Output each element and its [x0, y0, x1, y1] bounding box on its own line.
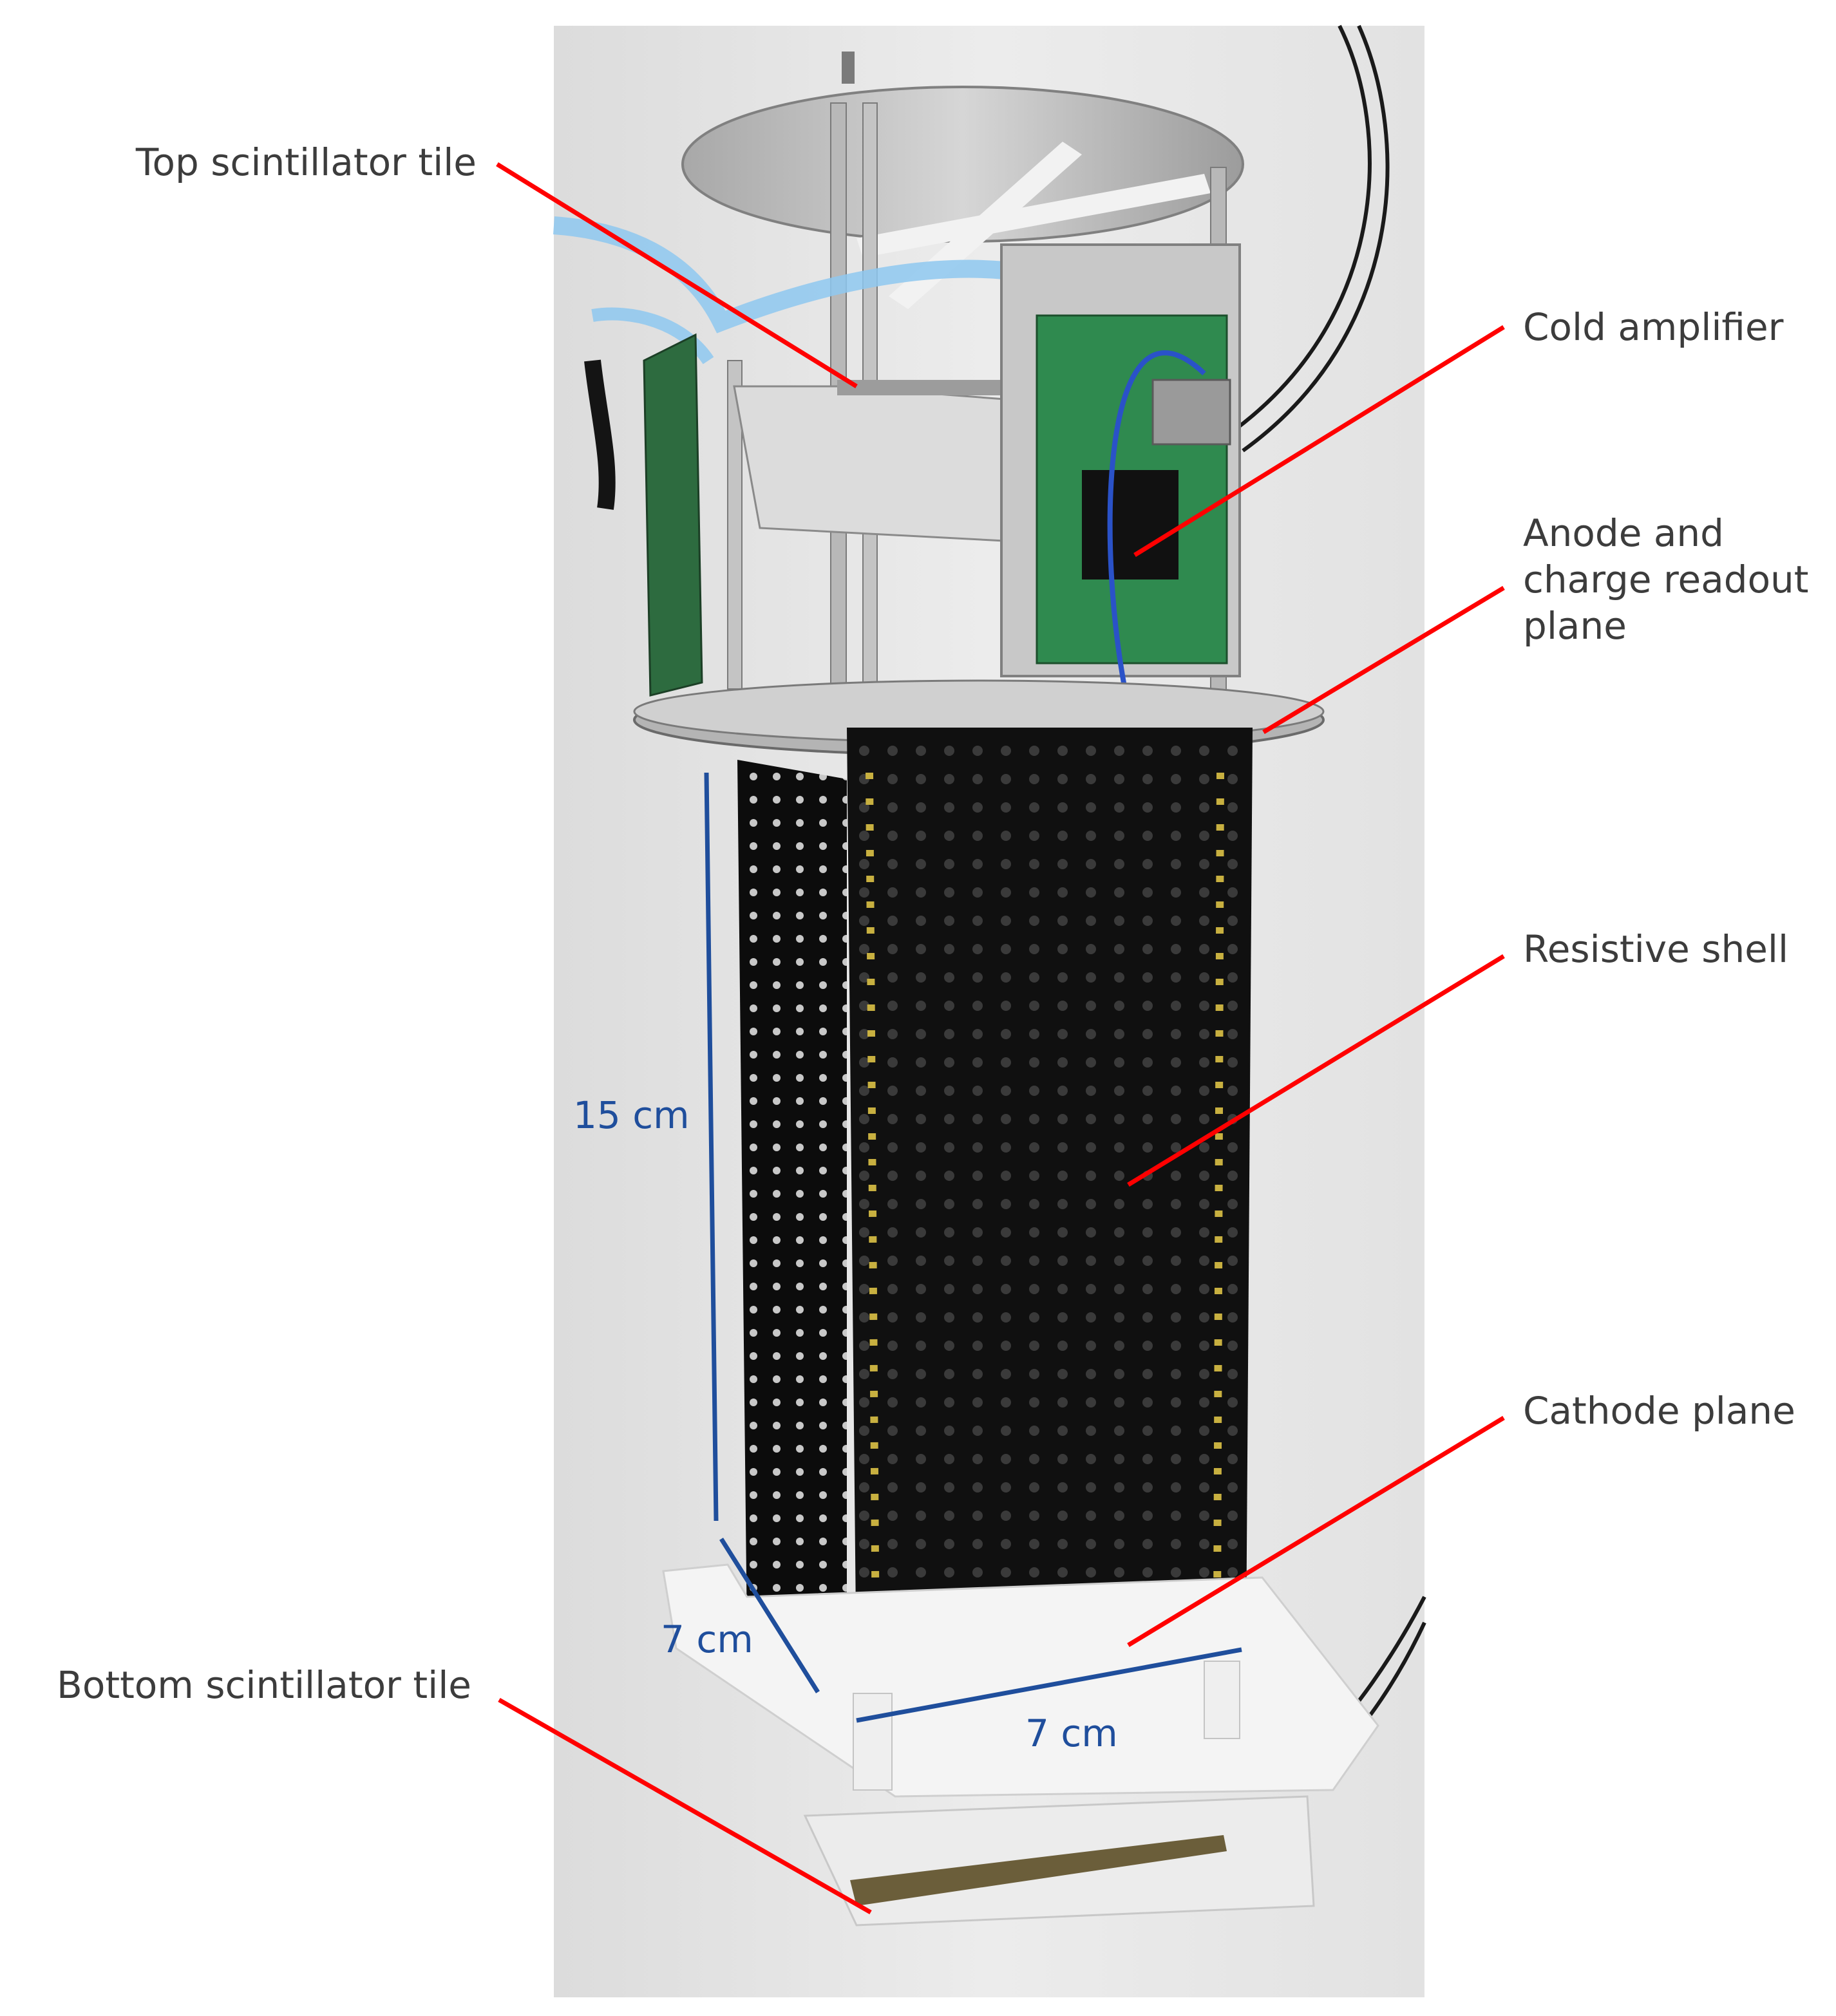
label-anode-line1: Anode and	[1523, 511, 1724, 555]
amplifier-wire	[1107, 350, 1206, 729]
left-readout-board	[643, 333, 703, 697]
labels: Top scintillator tile Cold amplifier Ano…	[57, 140, 1809, 1707]
base-post	[853, 1693, 893, 1791]
bottom-scintillator-board	[850, 1835, 1227, 1906]
leader-cathode-plane	[1127, 1416, 1505, 1647]
top-disk	[681, 86, 1244, 243]
resistive-shell-front	[847, 728, 1253, 1681]
wls-fibers	[553, 216, 1006, 334]
label-bottom-scintillator: Bottom scintillator tile	[57, 1663, 471, 1707]
top-scintillator-holder	[733, 385, 1006, 542]
disk-bolt	[842, 52, 855, 84]
detector-photo	[553, 24, 1426, 1997]
amplifier-chip	[1082, 470, 1178, 579]
dimension-labels: 15 cm 7 cm 7 cm	[573, 1093, 1118, 1755]
height-dimension-line	[704, 772, 719, 1521]
signal-cables	[1222, 24, 1372, 440]
dim-height-label: 15 cm	[573, 1093, 690, 1137]
depth-dimension-line	[719, 1538, 820, 1693]
width-dimension-line	[856, 1647, 1242, 1723]
dimension-lines	[704, 772, 1242, 1723]
label-top-scintillator: Top scintillator tile	[135, 140, 477, 184]
leader-lines	[496, 162, 1505, 1915]
dim-width-label: 7 cm	[1025, 1711, 1118, 1755]
amplifier-connector	[1151, 379, 1231, 446]
bottom-base	[662, 1563, 1379, 1798]
leader-anode-plane	[1262, 585, 1505, 735]
dim-depth-label: 7 cm	[661, 1617, 753, 1661]
label-resistive-shell: Resistive shell	[1523, 927, 1788, 971]
label-cold-amplifier: Cold amplifier	[1523, 305, 1784, 349]
leader-bottom-scintillator	[498, 1697, 872, 1915]
resistive-shell-side	[737, 760, 847, 1681]
label-anode-line3: plane	[1523, 604, 1627, 648]
leader-cold-amplifier	[1133, 325, 1505, 557]
leader-top-scintillator	[496, 162, 858, 388]
leader-resistive-shell	[1127, 954, 1505, 1187]
label-anode-line2: charge readout	[1523, 558, 1809, 601]
label-cathode-plane: Cathode plane	[1523, 1389, 1795, 1433]
